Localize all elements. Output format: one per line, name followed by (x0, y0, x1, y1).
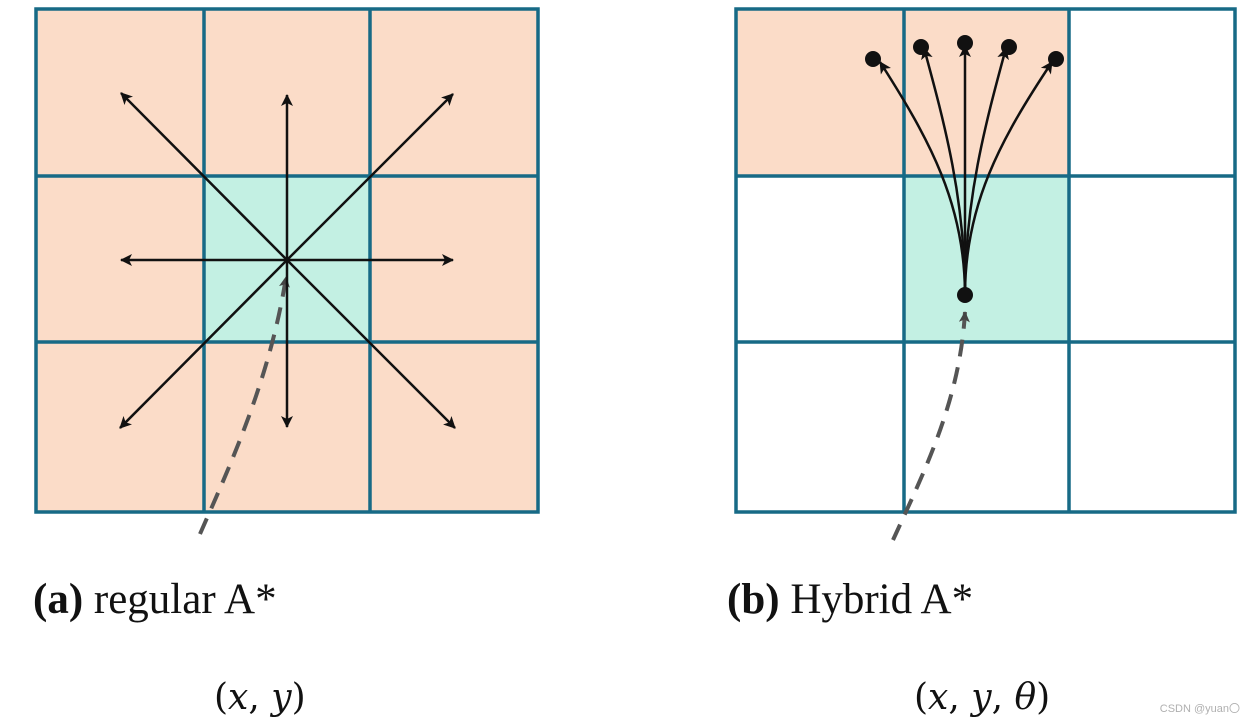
grid-cell (904, 9, 1069, 176)
caption-tag: (b) (727, 576, 780, 623)
arrow-south-east (286, 259, 456, 429)
watermark: CSDN @yuan〇 (1159, 703, 1240, 715)
grid-lines-b (734, 7, 1237, 514)
grid-cell (1069, 9, 1235, 176)
caption-tag: (a) (33, 576, 84, 623)
arrow-north-east (286, 93, 454, 261)
arrow-south-west (119, 259, 288, 429)
var-theta: θ (1014, 677, 1037, 718)
dashed-arrival-path (891, 311, 970, 541)
dashed-arrival-path (198, 276, 290, 535)
var-y: y (271, 677, 292, 718)
separator: , (948, 677, 972, 718)
grid-cells-b (736, 9, 1235, 512)
var-x: x (228, 677, 249, 718)
successor-node-dot (913, 39, 929, 55)
successor-node-dot (1001, 39, 1017, 55)
state-space-label-b: (x, y, θ) (914, 680, 1050, 716)
hybrid-astar-panel (734, 7, 1237, 541)
node-dot-icon (865, 35, 1064, 303)
grid-cell (736, 342, 904, 512)
paren-close: ) (1036, 677, 1051, 718)
motion-primitive (963, 61, 1054, 296)
regular-astar-panel (34, 7, 540, 535)
panel-a-caption: (a) regular A* (33, 578, 277, 621)
paren-close: ) (291, 677, 306, 718)
successor-node-dot (865, 51, 881, 67)
arrow-north-west (120, 92, 288, 261)
grid-cell (1069, 176, 1235, 342)
start-node-dot (957, 287, 973, 303)
paren-open: ( (214, 677, 229, 718)
successor-node-dot (1048, 51, 1064, 67)
paren-open: ( (914, 677, 929, 718)
var-y: y (971, 677, 992, 718)
current-cell (904, 176, 1069, 342)
var-x: x (928, 677, 949, 718)
curved-arrow-icon (878, 45, 1054, 296)
panel-b-caption: (b) Hybrid A* (727, 578, 973, 621)
grid-cell (736, 9, 904, 176)
successor-node-dot (957, 35, 973, 51)
separator: , (248, 677, 272, 718)
caption-text: Hybrid A* (790, 576, 974, 623)
state-space-label-a: (x, y) (214, 680, 306, 716)
grid-cell (736, 176, 904, 342)
grid-cell (904, 342, 1069, 512)
straight-arrow-icon (119, 92, 456, 429)
caption-text: regular A* (93, 576, 277, 623)
grid-cell (1069, 342, 1235, 512)
separator: , (991, 677, 1015, 718)
